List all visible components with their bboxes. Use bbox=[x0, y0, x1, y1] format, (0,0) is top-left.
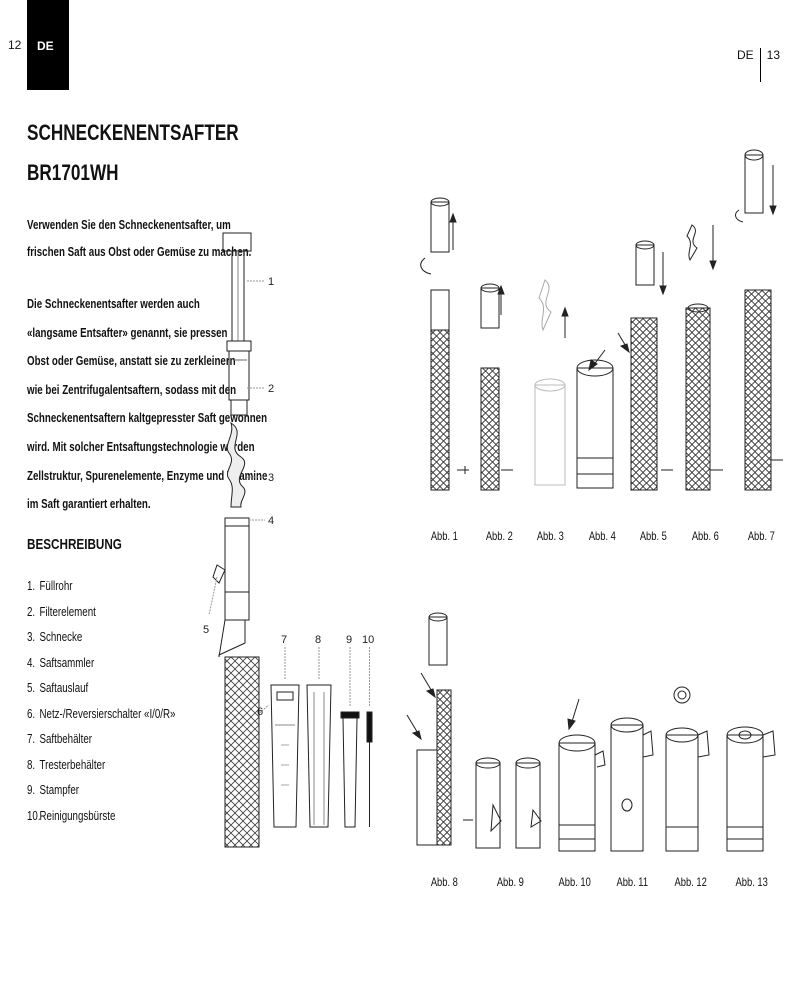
figure-label: Abb. 5 bbox=[639, 529, 667, 543]
callout-10: 10 bbox=[362, 634, 374, 646]
description-heading: BESCHREIBUNG bbox=[27, 536, 122, 553]
assembly-steps-row-2 bbox=[406, 612, 776, 852]
figure-label: Abb. 8 bbox=[430, 875, 458, 889]
callout-2: 2 bbox=[268, 383, 274, 395]
figure-label: Abb. 2 bbox=[485, 529, 513, 543]
page-number-left: 12 bbox=[8, 38, 22, 52]
assembly-steps-row-1 bbox=[420, 149, 783, 491]
page-header-right: DE 13 bbox=[736, 38, 780, 82]
product-title: SCHNECKENENTSAFTER bbox=[27, 120, 239, 145]
figure-label: Abb. 9 bbox=[496, 875, 524, 889]
callout-3: 3 bbox=[268, 472, 274, 484]
product-model: BR1701WH bbox=[27, 160, 119, 185]
intro-paragraph: Verwenden Sie den Schneckenentsafter, um… bbox=[27, 218, 252, 259]
list-item: 4.Saftsammler bbox=[27, 655, 95, 670]
list-item: 2.Filterelement bbox=[27, 604, 96, 619]
figure-label: Abb. 6 bbox=[691, 529, 719, 543]
language-label: DE bbox=[37, 39, 54, 53]
figure-label: Abb. 7 bbox=[747, 529, 775, 543]
list-item: 3.Schnecke bbox=[27, 630, 83, 644]
exploded-parts-diagram: 1 2 3 4 5 6 7 8 9 10 bbox=[203, 232, 374, 848]
page-number-right: 13 bbox=[766, 48, 780, 62]
callout-6: 6 bbox=[257, 706, 263, 718]
list-item: 1.Füllrohr bbox=[27, 579, 73, 593]
figure-label: Abb. 12 bbox=[674, 875, 707, 889]
callout-8: 8 bbox=[315, 634, 321, 646]
body-paragraph: Die Schneckenentsafter werden auch «lang… bbox=[27, 297, 268, 512]
header-divider bbox=[759, 48, 761, 82]
list-item: 7.Saftbehälter bbox=[27, 732, 93, 746]
callout-9: 9 bbox=[346, 634, 352, 646]
figure-label: Abb. 1 bbox=[430, 529, 458, 543]
list-item: 6.Netz-/Reversierschalter «I/0/R» bbox=[27, 706, 176, 721]
parts-list: 1.Füllrohr 2.Filterelement 3.Schnecke 4.… bbox=[27, 574, 217, 829]
list-item: 5.Saftauslauf bbox=[27, 681, 89, 695]
language-label-right: DE bbox=[736, 48, 754, 62]
callout-7: 7 bbox=[281, 634, 287, 646]
list-item: 8.Tresterbehälter bbox=[27, 757, 106, 772]
callout-1: 1 bbox=[268, 276, 274, 288]
figure-label: Abb. 3 bbox=[536, 529, 564, 543]
callout-4: 4 bbox=[268, 515, 274, 527]
figure-label: Abb. 11 bbox=[616, 875, 649, 889]
list-item: 9.Stampfer bbox=[27, 783, 80, 797]
callout-5: 5 bbox=[203, 624, 209, 636]
list-item: 10.Reinigungsbürste bbox=[27, 808, 116, 823]
figure-label: Abb. 10 bbox=[558, 875, 591, 889]
language-tab: DE bbox=[27, 0, 69, 90]
figure-label: Abb. 4 bbox=[588, 529, 616, 543]
figure-label: Abb. 13 bbox=[735, 875, 768, 889]
